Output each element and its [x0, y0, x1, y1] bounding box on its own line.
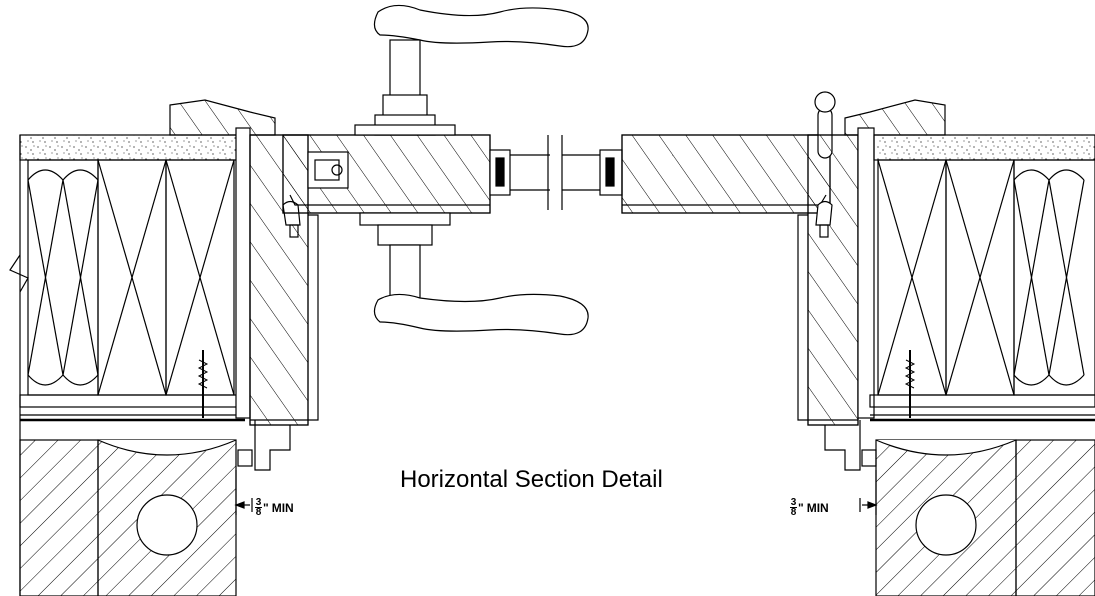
fraction-bar [255, 507, 262, 508]
fraction-right: 3 8 [790, 497, 797, 518]
min-label: MIN [271, 500, 294, 515]
right-jamb [797, 99, 946, 515]
fraction-numerator: 3 [255, 497, 262, 508]
right-door-slab [562, 91, 836, 214]
fraction-denominator: 8 [255, 507, 262, 518]
fraction-left: 3 8 [255, 497, 262, 518]
right-stucco-band [873, 134, 1095, 161]
fraction-bar [790, 507, 797, 508]
min-label: MIN [806, 500, 829, 515]
left-studs [97, 159, 235, 396]
left-stucco-band [19, 134, 243, 161]
dimension-label-right: 3 8 " MIN [790, 497, 829, 518]
left-block [19, 439, 237, 596]
dimension-label-left: 3 8 " MIN [255, 497, 294, 518]
right-studs [877, 159, 1015, 396]
right-insulation [1013, 159, 1095, 396]
lever-handle [354, 4, 589, 336]
glazing-break [547, 135, 563, 210]
left-wall [9, 134, 246, 596]
left-break-line [9, 254, 29, 293]
left-insulation [27, 159, 99, 396]
left-door-slab [282, 134, 550, 214]
fraction-numerator: 3 [790, 497, 797, 508]
right-block [875, 439, 1095, 596]
right-wall [869, 134, 1095, 596]
drawing-title: Horizontal Section Detail [400, 466, 663, 493]
inch-mark: " [798, 500, 804, 515]
inch-mark: " [263, 500, 269, 515]
fraction-denominator: 8 [790, 507, 797, 518]
